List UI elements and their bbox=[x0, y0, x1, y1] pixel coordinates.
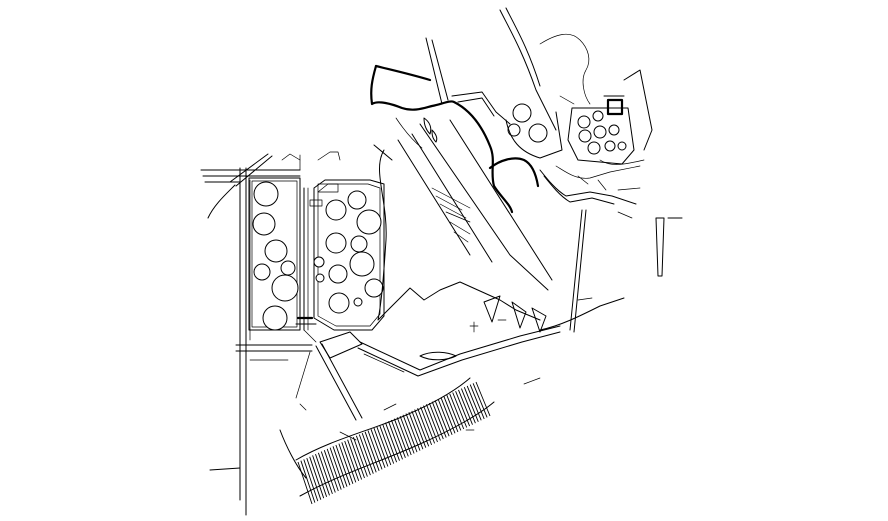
hatch-line bbox=[323, 450, 339, 492]
hatch-line bbox=[355, 435, 371, 476]
hatch-line bbox=[382, 423, 398, 463]
hatch-line bbox=[300, 460, 316, 503]
hatch-line bbox=[303, 459, 319, 502]
hatch-line bbox=[379, 425, 395, 464]
hatch-line bbox=[449, 393, 465, 430]
hatch-line bbox=[350, 438, 365, 479]
hatch-line bbox=[411, 410, 427, 448]
hatch-line bbox=[475, 381, 491, 417]
hatch-line bbox=[329, 447, 345, 489]
north-east-terminal bbox=[505, 33, 653, 205]
hatch-line bbox=[428, 402, 444, 440]
hatch-line bbox=[417, 408, 433, 446]
hatch-line bbox=[408, 412, 424, 450]
east-jetties bbox=[617, 211, 683, 277]
hatch-line bbox=[463, 387, 479, 422]
hatch-line bbox=[361, 432, 377, 473]
hatch-line bbox=[425, 404, 441, 441]
north-breakwater bbox=[370, 7, 557, 214]
hatch-line bbox=[344, 440, 360, 482]
hatch-line bbox=[466, 385, 482, 421]
hatch-line bbox=[306, 457, 322, 500]
hatch-line bbox=[335, 444, 351, 486]
hatch-line bbox=[317, 452, 333, 495]
hatch-line bbox=[352, 436, 368, 477]
hatch-line bbox=[367, 430, 383, 470]
hatch-line bbox=[431, 401, 447, 438]
hatch-line bbox=[376, 426, 392, 466]
tank-farm-west bbox=[248, 177, 301, 331]
reclaimed-land bbox=[373, 117, 553, 361]
hatch-line bbox=[373, 427, 389, 467]
hatch-line bbox=[469, 384, 485, 420]
hatch-line bbox=[460, 388, 476, 424]
hatch-line bbox=[420, 406, 436, 444]
hatch-line bbox=[315, 453, 330, 496]
tank-farm-east bbox=[295, 179, 385, 343]
causeway bbox=[319, 209, 625, 385]
hatch-line bbox=[437, 398, 453, 435]
hatch-line bbox=[312, 455, 328, 497]
hatch-line bbox=[332, 446, 348, 487]
hatch-line bbox=[326, 448, 342, 490]
hatch-line bbox=[440, 397, 456, 434]
hatch-line bbox=[358, 434, 374, 474]
hatch-line bbox=[443, 396, 459, 433]
hatch-line bbox=[446, 394, 462, 431]
hatch-line bbox=[309, 456, 325, 499]
south-breakwater-edge bbox=[295, 377, 495, 497]
hatch-line bbox=[364, 431, 380, 471]
hatch-line bbox=[370, 429, 386, 469]
hatch-line bbox=[347, 439, 363, 480]
trestle-lines bbox=[279, 343, 397, 479]
hatch-line bbox=[423, 405, 438, 443]
south-breakwater-hatching bbox=[297, 381, 491, 505]
hatch-line bbox=[472, 383, 488, 418]
hatch-line bbox=[434, 400, 450, 437]
hatch-line bbox=[297, 461, 313, 505]
west-roads bbox=[200, 151, 341, 516]
hatch-line bbox=[405, 413, 421, 451]
hatch-line bbox=[320, 451, 336, 493]
hatch-line bbox=[458, 389, 473, 425]
hatch-line bbox=[341, 442, 357, 483]
hatch-line bbox=[385, 422, 400, 461]
hatch-line bbox=[414, 409, 430, 447]
hatch-line bbox=[338, 443, 354, 484]
